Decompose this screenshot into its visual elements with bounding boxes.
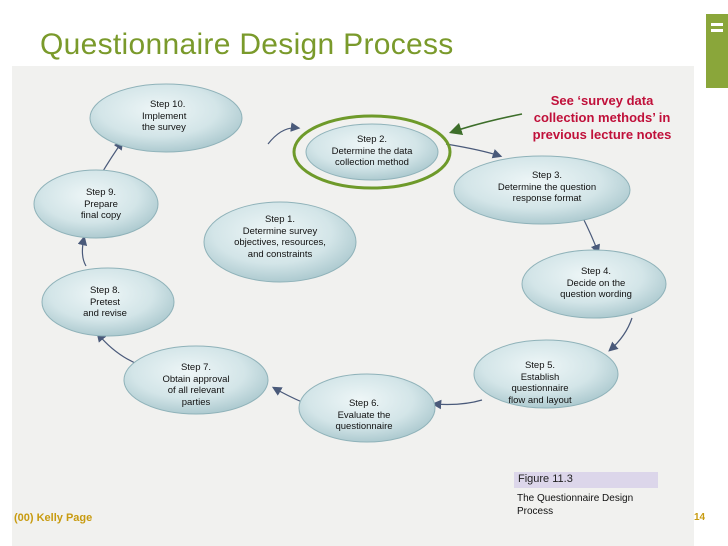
figure-caption: The Questionnaire Design Process [517, 493, 634, 517]
step6-label: Step 6. Evaluate the questionnaire [335, 398, 393, 432]
diagram-canvas [33, 83, 667, 443]
step1-node [203, 201, 357, 283]
step5-label: Step 5. Establish questionnaire flow and… [508, 360, 572, 406]
step2-label: Step 2. Determine the data collection me… [331, 134, 413, 168]
step-nodes [33, 83, 667, 443]
step9-node [33, 169, 159, 239]
step2-node [305, 123, 439, 181]
step2-highlight-ring [292, 114, 452, 190]
step5-node [473, 339, 619, 409]
step3-node [453, 155, 631, 225]
figure-number: Figure 11.3 [518, 473, 573, 485]
step7-node [123, 345, 269, 415]
step4-node [521, 249, 667, 319]
step10-node [89, 83, 243, 153]
arrow-3-4 [581, 215, 600, 255]
slide-title: Questionnaire Design Process [40, 28, 454, 61]
step8-node [41, 267, 175, 337]
figure-label-box [514, 472, 658, 488]
step1-label: Step 1. Determine survey objectives, res… [234, 214, 326, 260]
arrow-5-6 [431, 399, 483, 410]
step7-label: Step 7. Obtain approval of all relevant … [162, 362, 230, 408]
arrow-10-2 [267, 122, 301, 145]
footer-author: (00) Kelly Page [14, 512, 93, 524]
step4-label: Step 4. Decide on the question wording [560, 266, 632, 300]
step9-label: Step 9. Prepare final copy [80, 187, 122, 221]
step3-label: Step 3. Determine the question response … [497, 170, 597, 204]
step8-label: Step 8. Pretest and revise [83, 285, 127, 319]
callout-note: See ‘survey data collection methods’ in … [532, 93, 672, 142]
arrow-8-9 [77, 235, 88, 267]
slide-corner-mark-icon [708, 20, 726, 38]
arrow-4-5 [608, 317, 633, 352]
step6-node [298, 373, 436, 443]
arrow-2-3 [445, 143, 503, 159]
process-diagram [12, 66, 694, 546]
page-number: 14 [694, 512, 706, 523]
callout-arrow [448, 113, 523, 136]
arrow-6-7 [271, 386, 303, 403]
step10-label: Step 10. Implement the survey [142, 99, 187, 133]
